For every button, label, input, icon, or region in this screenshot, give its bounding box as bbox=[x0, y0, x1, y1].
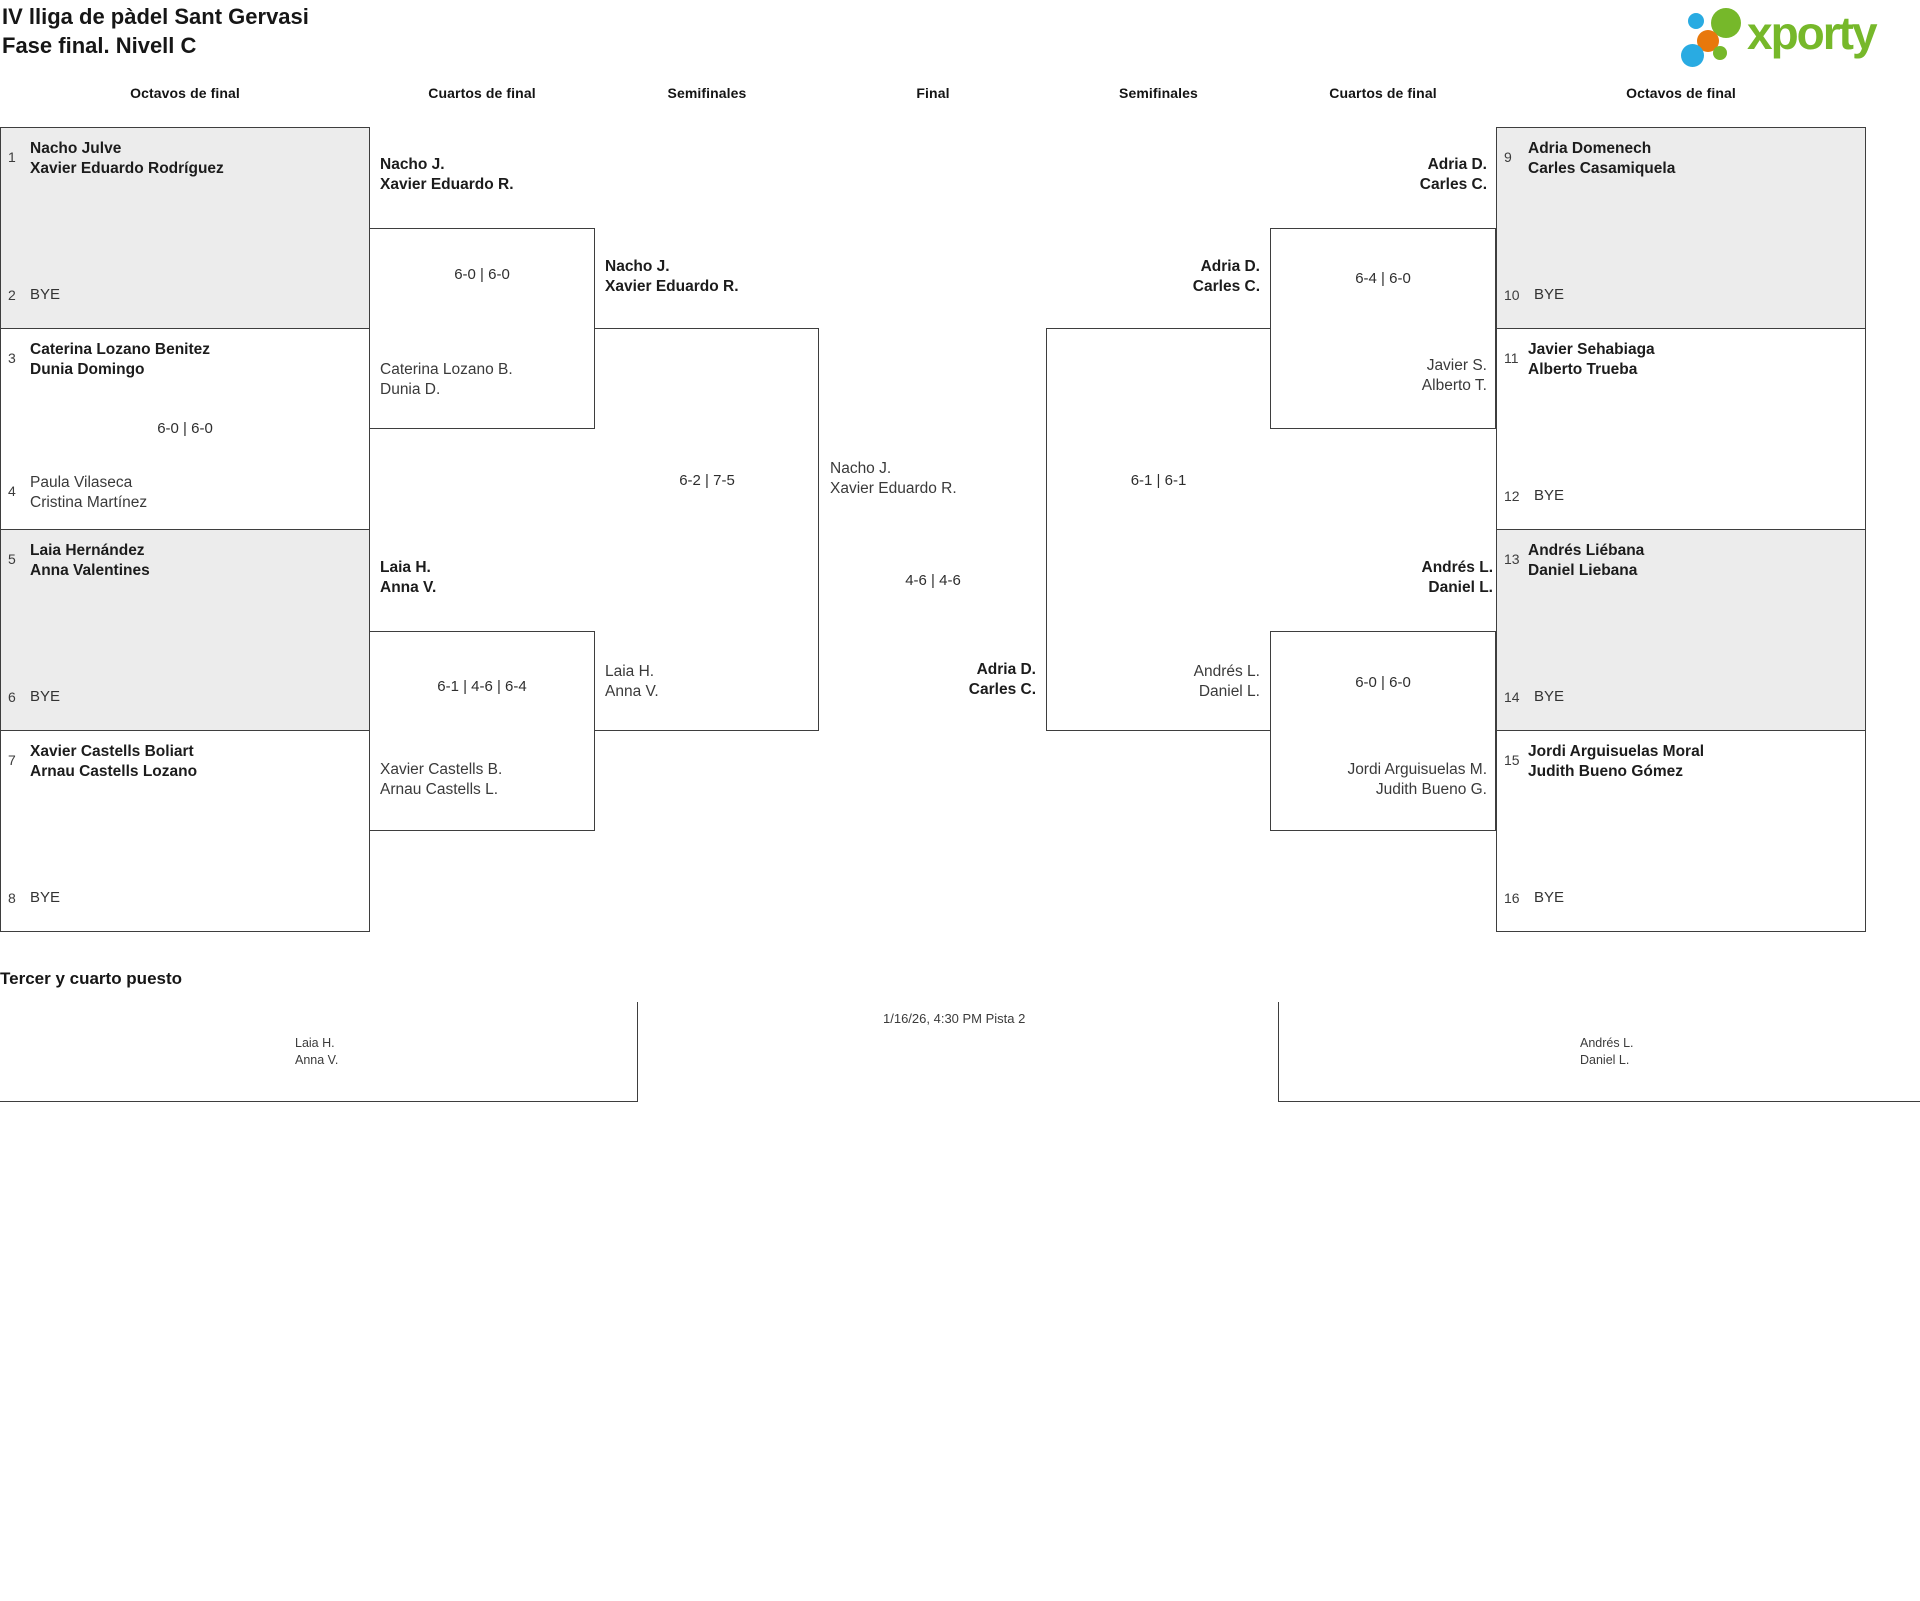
r16-match3-box[interactable] bbox=[0, 529, 370, 731]
r16-match7-box[interactable] bbox=[1496, 529, 1866, 731]
match-score: 6-0 | 6-0 bbox=[1355, 674, 1411, 691]
bye-label: BYE bbox=[1534, 286, 1565, 303]
team-name: Andrés L.Daniel L. bbox=[1421, 559, 1493, 596]
round-header-final: Final bbox=[916, 85, 950, 101]
bye-label: BYE bbox=[30, 286, 61, 303]
round-header-semifinales-left: Semifinales bbox=[667, 85, 747, 101]
team-name: Nacho J.Xavier Eduardo R. bbox=[830, 460, 957, 497]
match-score: 6-1 | 6-1 bbox=[1130, 472, 1187, 489]
round-header-octavos-right: Octavos de final bbox=[1626, 85, 1736, 101]
third-place-match-box-left[interactable] bbox=[0, 1002, 638, 1102]
team-name: Adria D.Carles C. bbox=[1419, 156, 1487, 193]
qf-match1-box[interactable] bbox=[369, 228, 595, 429]
team-name: Nacho J.Xavier Eduardo R. bbox=[380, 156, 514, 193]
round-header-octavos-left: Octavos de final bbox=[130, 85, 240, 101]
match-score: 6-0 | 6-0 bbox=[454, 266, 510, 283]
seed-label: 15 bbox=[1504, 752, 1520, 768]
round-header-cuartos-right: Cuartos de final bbox=[1329, 85, 1437, 101]
phase-name: Fase final. Nivell C bbox=[2, 33, 197, 58]
qf-match3-box[interactable] bbox=[1270, 228, 1496, 429]
round-header-cuartos-left: Cuartos de final bbox=[428, 85, 536, 101]
team-name: Andrés L.Daniel L. bbox=[1193, 663, 1260, 700]
logo-dot-blue-large-icon bbox=[1681, 44, 1704, 67]
seed-label: 7 bbox=[8, 752, 16, 768]
bye-label: BYE bbox=[1534, 487, 1565, 504]
third-place-match-box-right[interactable] bbox=[1278, 1002, 1920, 1102]
team-name: Nacho J.Xavier Eduardo R. bbox=[605, 258, 739, 295]
match-score: 6-0 | 6-0 bbox=[157, 420, 213, 437]
team-name: Laia H.Anna V. bbox=[295, 1036, 339, 1067]
seed-label: 6 bbox=[8, 689, 16, 705]
team-name: Andrés L.Daniel L. bbox=[1580, 1036, 1634, 1067]
team-name: Laia H.Anna V. bbox=[605, 663, 659, 700]
page-title: IV lliga de pàdel Sant Gervasi Fase fina… bbox=[2, 2, 309, 60]
sf-match2-box[interactable] bbox=[1046, 328, 1270, 731]
sf-match1-box[interactable] bbox=[595, 328, 819, 731]
team-name: Jordi Arguisuelas M.Judith Bueno G. bbox=[1347, 761, 1487, 798]
match-datetime-court: 1/16/26, 4:30 PM Pista 2 bbox=[883, 1011, 1026, 1026]
logo-wordmark: xporty bbox=[1747, 7, 1878, 59]
tournament-name: IV lliga de pàdel Sant Gervasi bbox=[2, 4, 309, 29]
bye-label: BYE bbox=[1534, 889, 1565, 906]
r16-match2-box[interactable] bbox=[0, 328, 370, 530]
logo-dot-blue-small-icon bbox=[1688, 13, 1704, 29]
team-name: Adria D.Carles C. bbox=[1192, 258, 1260, 295]
r16-match6-box[interactable] bbox=[1496, 328, 1866, 530]
seed-label: 1 bbox=[8, 149, 16, 165]
bye-label: BYE bbox=[30, 889, 61, 906]
seed-label: 8 bbox=[8, 890, 16, 906]
match-score: 6-4 | 6-0 bbox=[1355, 270, 1411, 287]
seed-label: 13 bbox=[1504, 551, 1520, 567]
seed-label: 12 bbox=[1504, 488, 1520, 504]
r16-match1-box[interactable] bbox=[0, 127, 370, 329]
seed-label: 11 bbox=[1504, 350, 1519, 366]
seed-label: 4 bbox=[8, 483, 16, 499]
qf-match2-box[interactable] bbox=[369, 631, 595, 831]
match-score: 6-2 | 7-5 bbox=[679, 472, 735, 489]
seed-label: 3 bbox=[8, 350, 16, 366]
seed-label: 9 bbox=[1504, 149, 1512, 165]
bye-label: BYE bbox=[1534, 688, 1565, 705]
seed-label: 2 bbox=[8, 287, 16, 303]
team-name: Caterina Lozano B.Dunia D. bbox=[380, 361, 513, 398]
r16-match4-box[interactable] bbox=[0, 730, 370, 932]
third-place-title: Tercer y cuarto puesto bbox=[0, 969, 183, 988]
seed-label: 16 bbox=[1504, 890, 1520, 906]
round-header-semifinales-right: Semifinales bbox=[1119, 85, 1198, 101]
bye-label: BYE bbox=[30, 688, 61, 705]
match-score: 6-1 | 4-6 | 6-4 bbox=[437, 678, 527, 695]
r16-match5-box[interactable] bbox=[1496, 127, 1866, 329]
team-name: Javier S.Alberto T. bbox=[1421, 357, 1487, 394]
qf-match4-box[interactable] bbox=[1270, 631, 1496, 831]
seed-label: 5 bbox=[8, 551, 16, 567]
seed-label: 14 bbox=[1504, 689, 1520, 705]
logo-dot-green-small-icon bbox=[1713, 46, 1727, 60]
team-name: Laia H.Anna V. bbox=[380, 559, 437, 596]
r16-match8-box[interactable] bbox=[1496, 730, 1866, 932]
team-name: Xavier Castells B.Arnau Castells L. bbox=[380, 761, 503, 798]
logo-dot-orange-icon bbox=[1697, 30, 1719, 52]
seed-label: 10 bbox=[1504, 287, 1520, 303]
final-winner-name: Adria D.Carles C. bbox=[968, 661, 1036, 698]
final-score: 4-6 | 4-6 bbox=[905, 572, 961, 589]
